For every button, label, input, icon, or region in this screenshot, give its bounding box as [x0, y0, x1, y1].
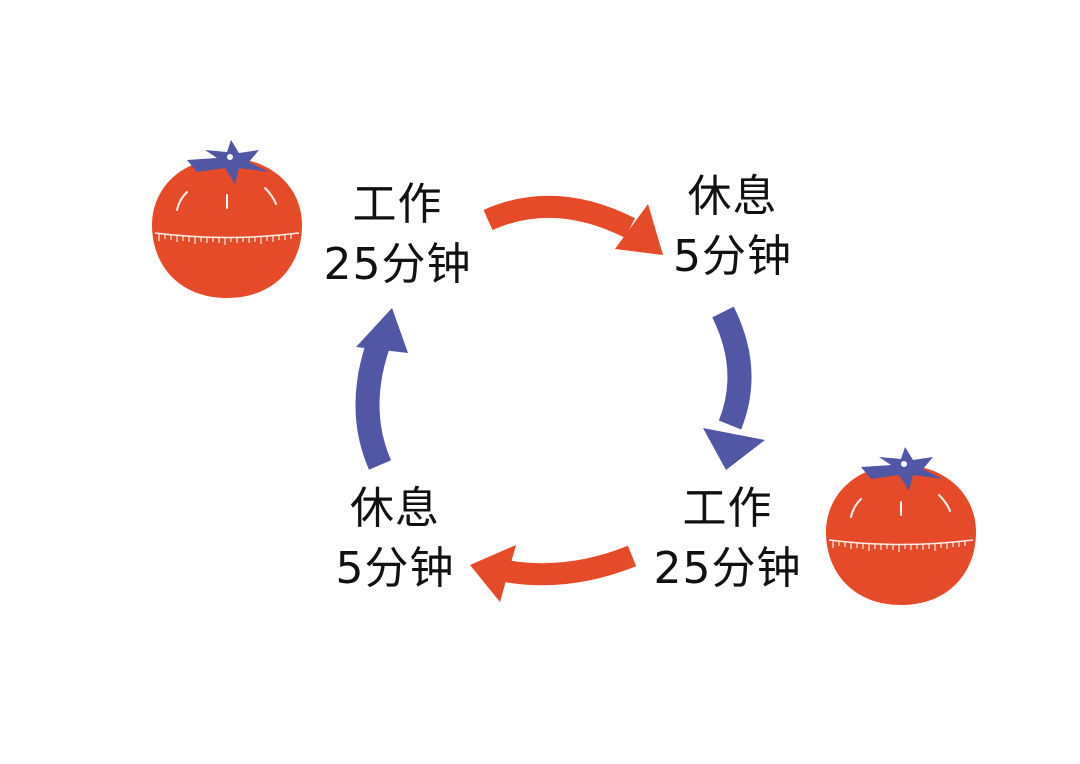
stage-work-2: 工作 25分钟: [635, 479, 820, 599]
stage-rest-2: 休息 5分钟: [310, 479, 480, 599]
tomato-timer-icon: [151, 139, 303, 299]
arrow-work-to-rest-bottom: [470, 545, 637, 602]
stage-label: 工作: [352, 179, 443, 230]
stage-label: 工作: [682, 483, 773, 534]
stage-duration: 25分钟: [653, 543, 802, 594]
stage-duration: 5分钟: [335, 543, 455, 594]
arrow-work-to-rest-top: [483, 195, 663, 255]
stage-duration: 25分钟: [323, 239, 472, 290]
arrow-rest-to-work-left: [355, 308, 408, 470]
arrow-rest-to-work-right: [703, 306, 765, 470]
tomato-timer-icon: [825, 446, 977, 606]
stage-label: 休息: [687, 171, 778, 222]
stage-work-1: 工作 25分钟: [305, 175, 490, 295]
stage-duration: 5分钟: [673, 231, 792, 282]
stage-rest-1: 休息 5分钟: [650, 167, 815, 287]
stage-label: 休息: [350, 483, 440, 534]
